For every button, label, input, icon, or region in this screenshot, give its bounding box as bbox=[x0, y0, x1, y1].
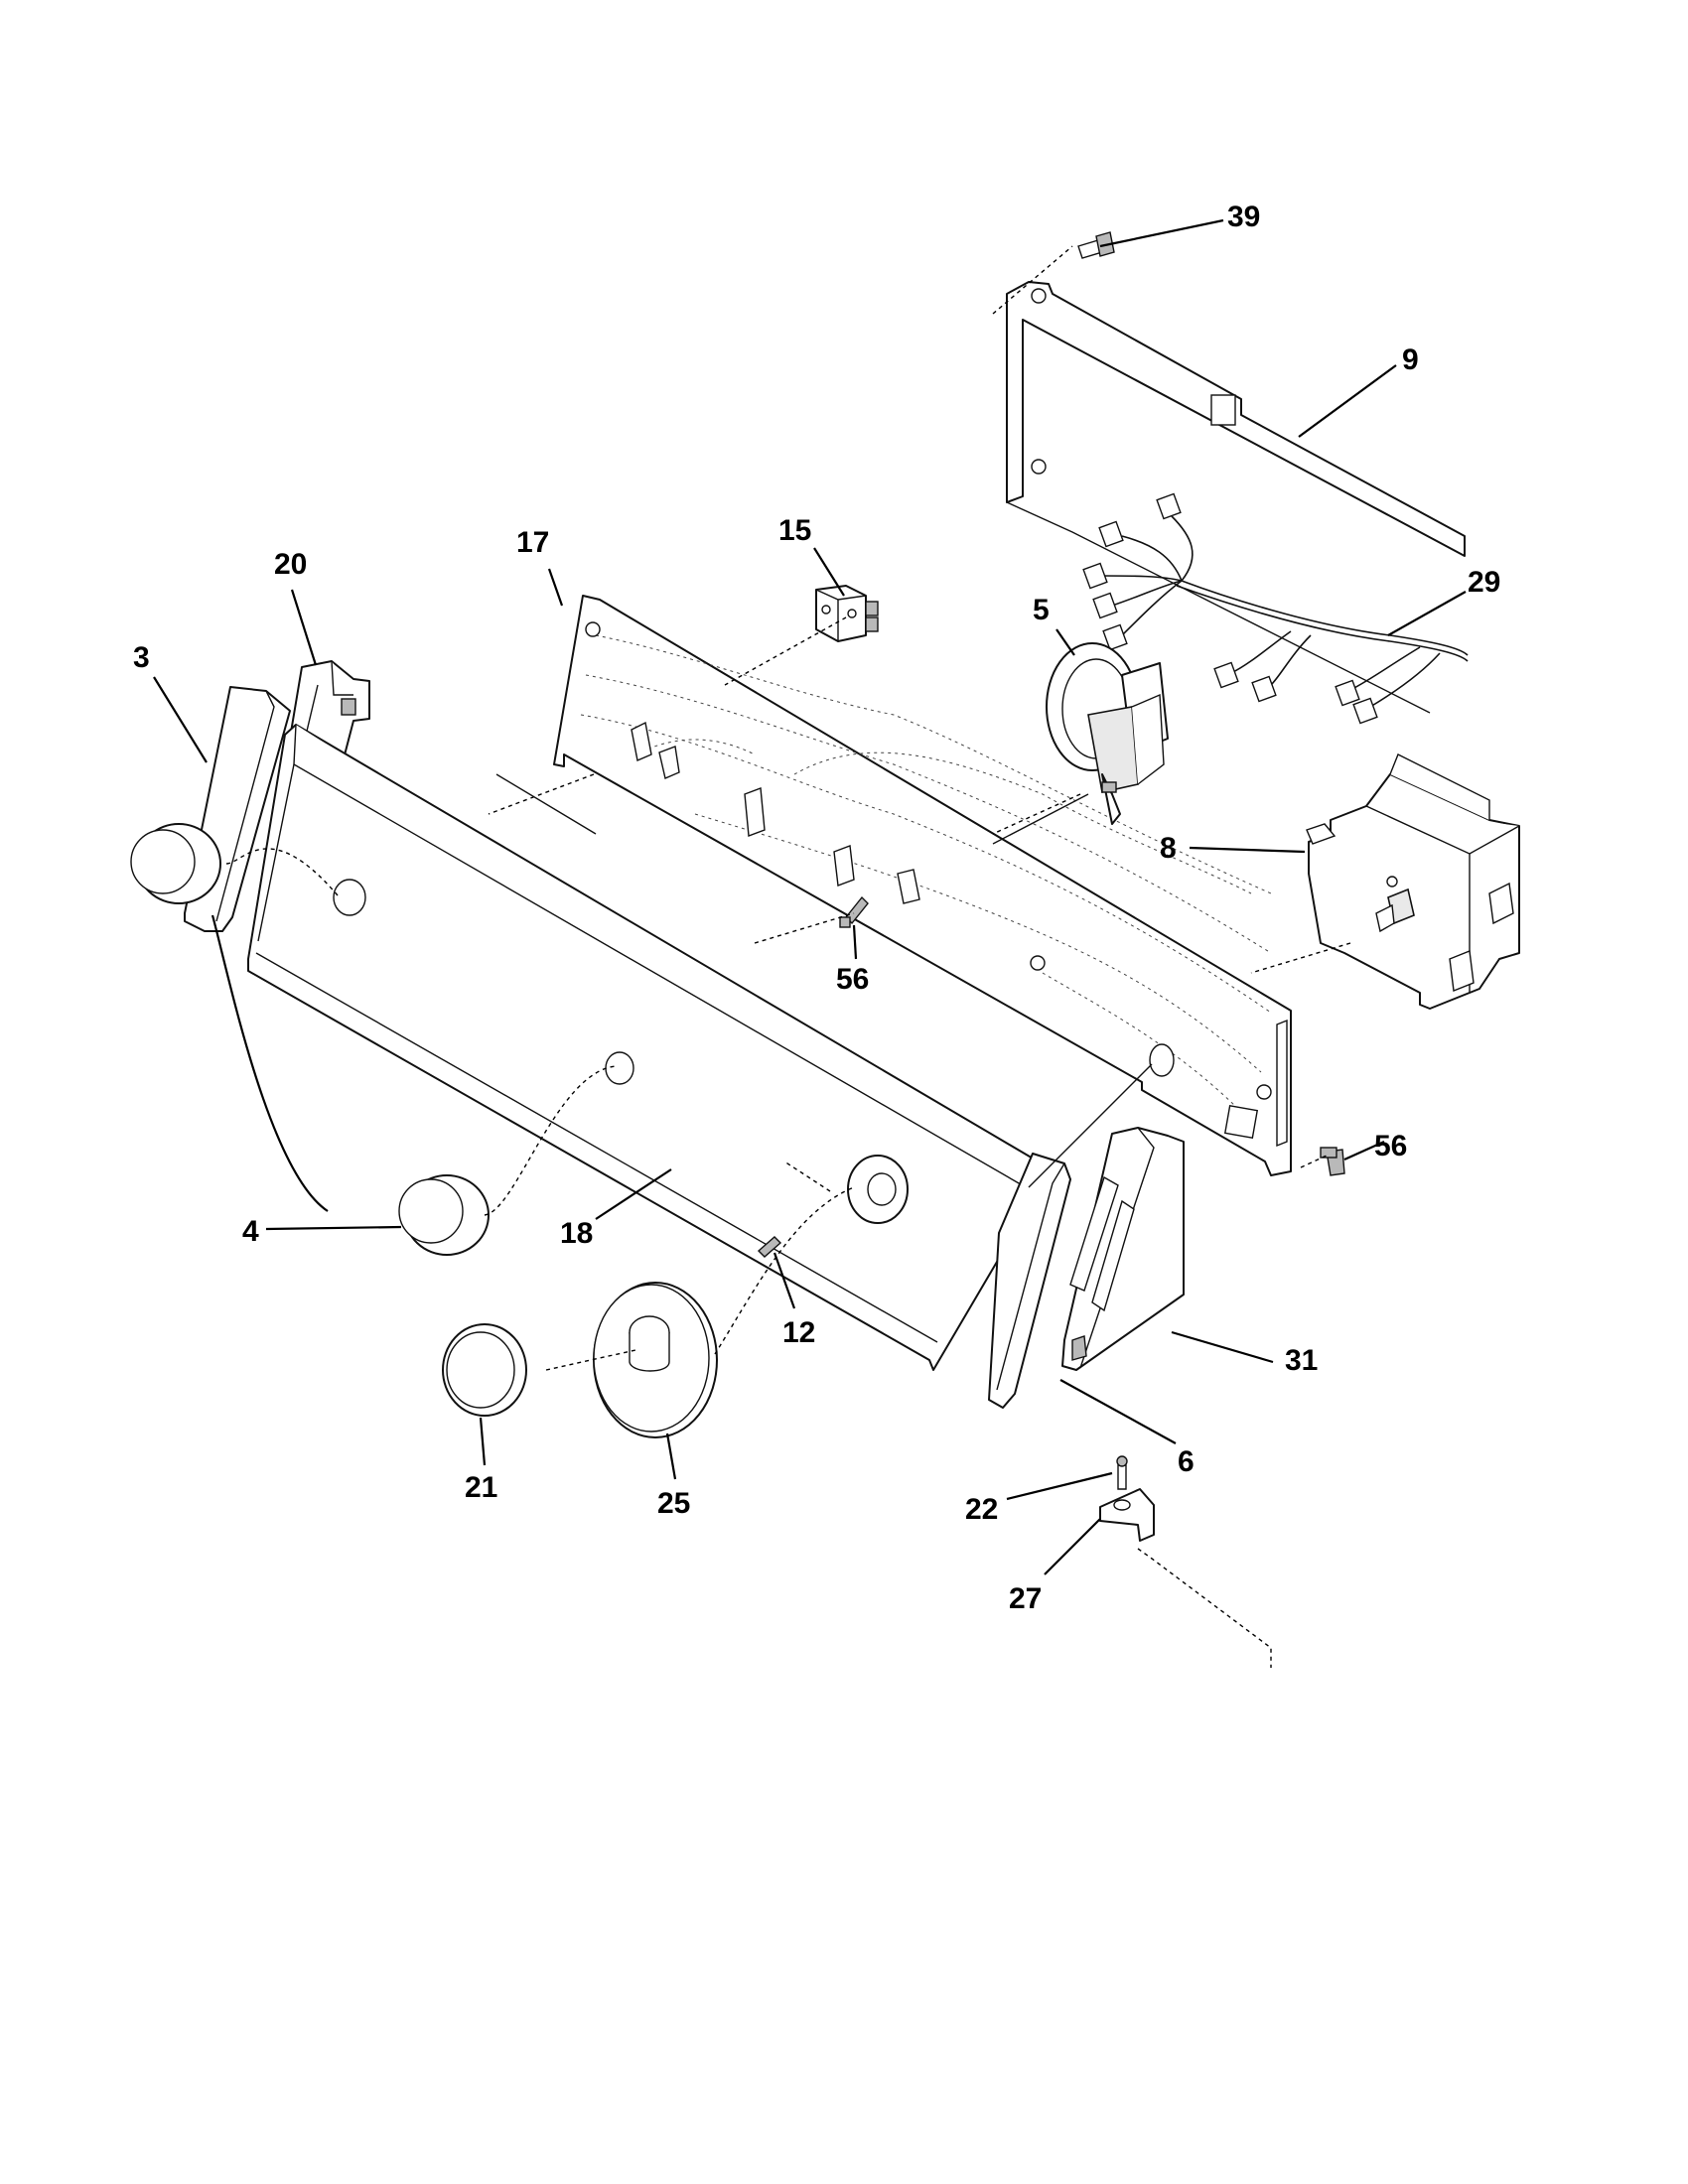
part-39-screw bbox=[1077, 231, 1115, 259]
callout-6: 6 bbox=[1178, 1445, 1195, 1478]
callout-39: 39 bbox=[1227, 201, 1260, 233]
callout-8: 8 bbox=[1160, 832, 1177, 865]
callout-20: 20 bbox=[274, 548, 307, 581]
part-4-button-upper bbox=[130, 823, 221, 904]
callout-3: 3 bbox=[133, 641, 150, 674]
part-8-timer bbox=[1306, 753, 1520, 1010]
callout-18: 18 bbox=[560, 1217, 593, 1250]
part-25-knob-skirt bbox=[593, 1282, 718, 1438]
callout-21: 21 bbox=[465, 1471, 497, 1504]
part-56-screw-center bbox=[839, 895, 869, 928]
part-18-console-front bbox=[247, 724, 1175, 1371]
callout-12: 12 bbox=[782, 1316, 815, 1349]
callout-31: 31 bbox=[1285, 1344, 1318, 1377]
part-15-switch bbox=[815, 585, 879, 642]
callout-29: 29 bbox=[1468, 566, 1500, 599]
callout-5: 5 bbox=[1033, 594, 1050, 626]
callout-4: 4 bbox=[242, 1215, 259, 1248]
part-29-wire-harness bbox=[1082, 492, 1469, 725]
callout-17: 17 bbox=[516, 526, 549, 559]
shaft-lines bbox=[495, 773, 1153, 1188]
callout-25: 25 bbox=[657, 1487, 690, 1520]
part-5-motor bbox=[1046, 642, 1169, 825]
callout-9: 9 bbox=[1402, 343, 1419, 376]
part-31-right-housing bbox=[1061, 1127, 1185, 1371]
callout-56-center: 56 bbox=[836, 963, 869, 996]
part-12-screw bbox=[757, 1236, 782, 1258]
callout-27: 27 bbox=[1009, 1582, 1042, 1615]
part-6-right-end-cap bbox=[988, 1153, 1071, 1409]
assembly-lines bbox=[225, 245, 1351, 1668]
leader-lines bbox=[153, 218, 1467, 1575]
part-56-screw-right bbox=[1320, 1147, 1345, 1176]
part-9-rear-panel bbox=[1006, 281, 1466, 714]
callout-22: 22 bbox=[965, 1493, 998, 1526]
callouts: 39 9 29 15 17 20 3 5 8 56 56 4 18 12 31 … bbox=[133, 201, 1500, 1615]
part-17-control-panel bbox=[553, 595, 1292, 1176]
callout-15: 15 bbox=[778, 514, 811, 547]
part-21-knob-cap bbox=[442, 1323, 527, 1417]
part-22-screw bbox=[1116, 1455, 1128, 1490]
part-4-button-lower bbox=[398, 1174, 490, 1256]
callout-56-right: 56 bbox=[1374, 1130, 1407, 1162]
part-27-bracket bbox=[1099, 1488, 1155, 1542]
